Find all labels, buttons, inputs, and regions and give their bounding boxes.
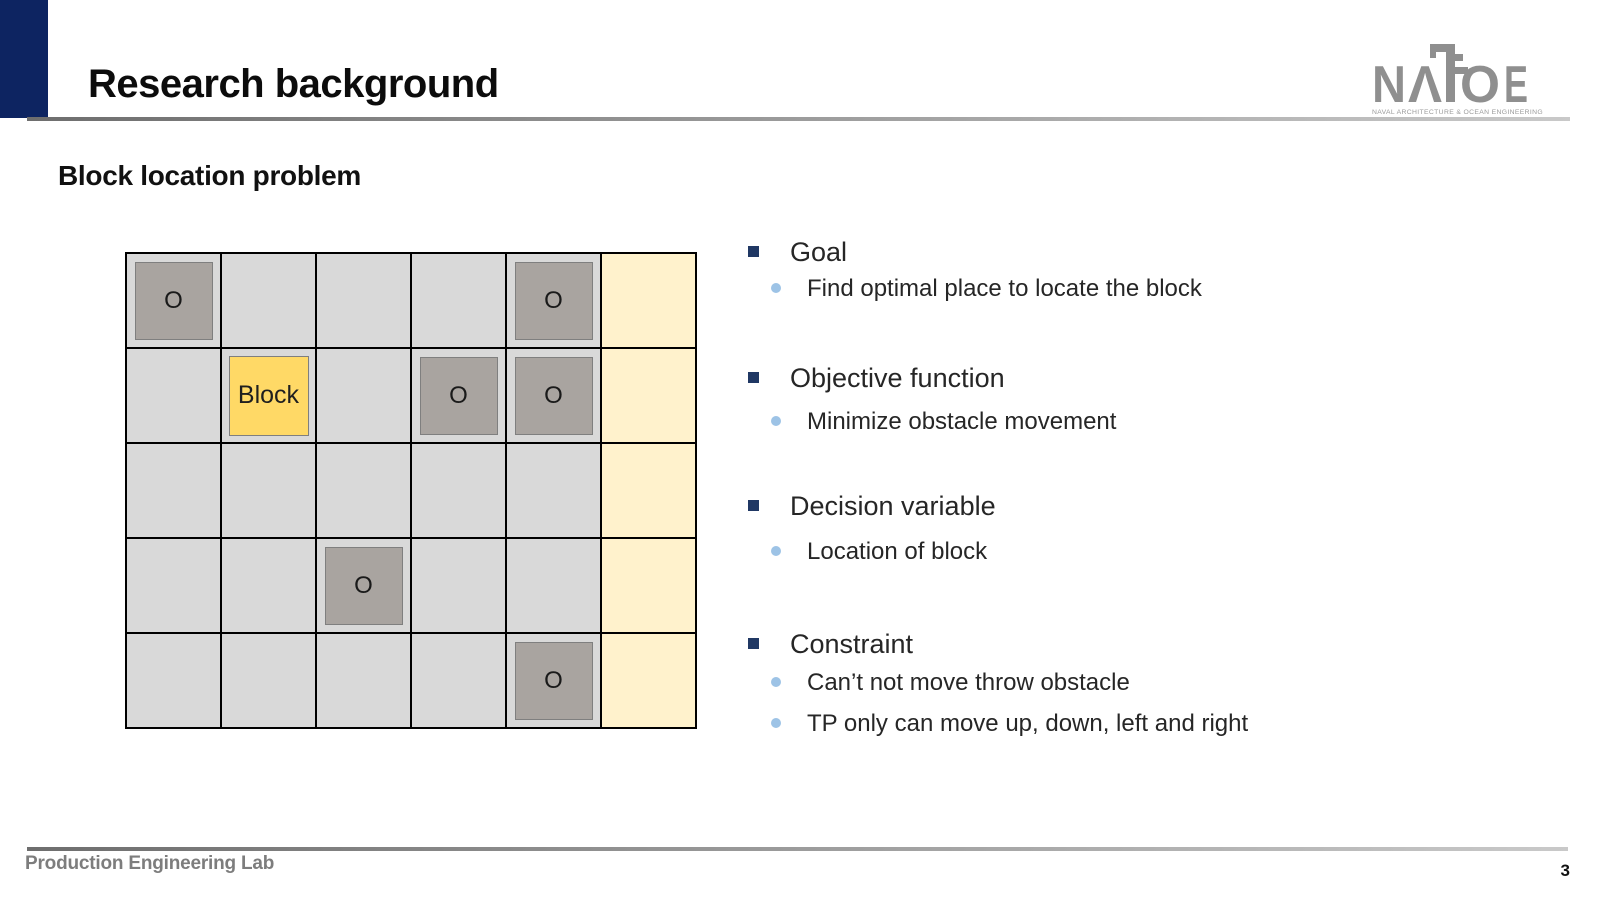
- grid-cell: [316, 633, 411, 728]
- bullet-label: Constraint: [790, 629, 914, 659]
- grid-cell-target: [601, 348, 696, 443]
- grid-cell: O: [506, 253, 601, 348]
- grid-cell: [411, 633, 506, 728]
- grid-cell-target: [601, 443, 696, 538]
- sub-bullet-dot-icon: [771, 546, 781, 556]
- grid-cell: [316, 253, 411, 348]
- header-rule: [27, 117, 1570, 121]
- section-title: Block location problem: [58, 160, 361, 191]
- naoe-logo: N Λ O E NAVAL ARCHITECTURE & OCEAN ENGIN…: [1372, 42, 1544, 122]
- grid-cell-target: [601, 253, 696, 348]
- block-square: Block: [228, 355, 309, 436]
- grid-cell: [126, 538, 221, 633]
- bullet-label: Goal: [790, 237, 848, 267]
- sub-bullet-label: Minimize obstacle movement: [807, 408, 1117, 435]
- grid-cell: [221, 253, 316, 348]
- bullet-square-icon: [748, 372, 759, 383]
- slide-title: Research background: [88, 62, 499, 106]
- bullet-label: Objective function: [790, 363, 1005, 393]
- obstacle-square: O: [514, 641, 593, 720]
- corner-accent-bar: [0, 0, 48, 118]
- grid-cell: [316, 348, 411, 443]
- grid-cell: [221, 443, 316, 538]
- sub-bullet-label: TP only can move up, down, left and righ…: [807, 710, 1249, 737]
- bullet-square-icon: [748, 246, 759, 257]
- logo-letter-o: O: [1460, 56, 1500, 106]
- grid-cell: [126, 348, 221, 443]
- footer-rule: [27, 847, 1568, 851]
- grid-cell: O: [506, 633, 601, 728]
- grid-cell: O: [411, 348, 506, 443]
- logo-mark: N Λ O E: [1372, 44, 1528, 106]
- bullet-label: Decision variable: [790, 491, 996, 521]
- sub-bullet-label: Can’t not move throw obstacle: [807, 669, 1130, 696]
- sub-bullet-dot-icon: [771, 718, 781, 728]
- logo-letter-a: Λ: [1408, 56, 1442, 106]
- grid-cell: [316, 443, 411, 538]
- grid-cell: [221, 633, 316, 728]
- grid-cell: [126, 443, 221, 538]
- sub-bullet-dot-icon: [771, 283, 781, 293]
- bullet-square-icon: [748, 500, 759, 511]
- grid-cell: Block: [221, 348, 316, 443]
- grid-cell: O: [506, 348, 601, 443]
- grid-cell: [411, 443, 506, 538]
- obstacle-square: O: [514, 261, 593, 340]
- obstacle-square: O: [324, 546, 403, 625]
- sub-bullet-dot-icon: [771, 416, 781, 426]
- page-number: 3: [1560, 861, 1570, 880]
- grid-cell: O: [316, 538, 411, 633]
- sub-bullet-label: Find optimal place to locate the block: [807, 275, 1202, 302]
- grid-cell: [411, 253, 506, 348]
- grid-cell: [506, 538, 601, 633]
- grid-cell-target: [601, 538, 696, 633]
- sub-bullet-dot-icon: [771, 677, 781, 687]
- logo-letter-n: N: [1372, 56, 1406, 106]
- sub-bullet-label: Location of block: [807, 538, 988, 565]
- logo-letter-e: E: [1504, 56, 1528, 106]
- obstacle-square: O: [134, 261, 213, 340]
- grid-cell: O: [126, 253, 221, 348]
- logo-crane-icon: [1430, 44, 1468, 102]
- grid-cell: [411, 538, 506, 633]
- grid-cell: [126, 633, 221, 728]
- grid-cell-target: [601, 633, 696, 728]
- obstacle-square: O: [419, 356, 498, 435]
- footer-text: Production Engineering Lab: [25, 853, 275, 874]
- bullet-square-icon: [748, 638, 759, 649]
- grid-cell: [506, 443, 601, 538]
- grid-cell: [221, 538, 316, 633]
- obstacle-square: O: [514, 356, 593, 435]
- logo-subtitle: NAVAL ARCHITECTURE & OCEAN ENGINEERING: [1372, 109, 1544, 116]
